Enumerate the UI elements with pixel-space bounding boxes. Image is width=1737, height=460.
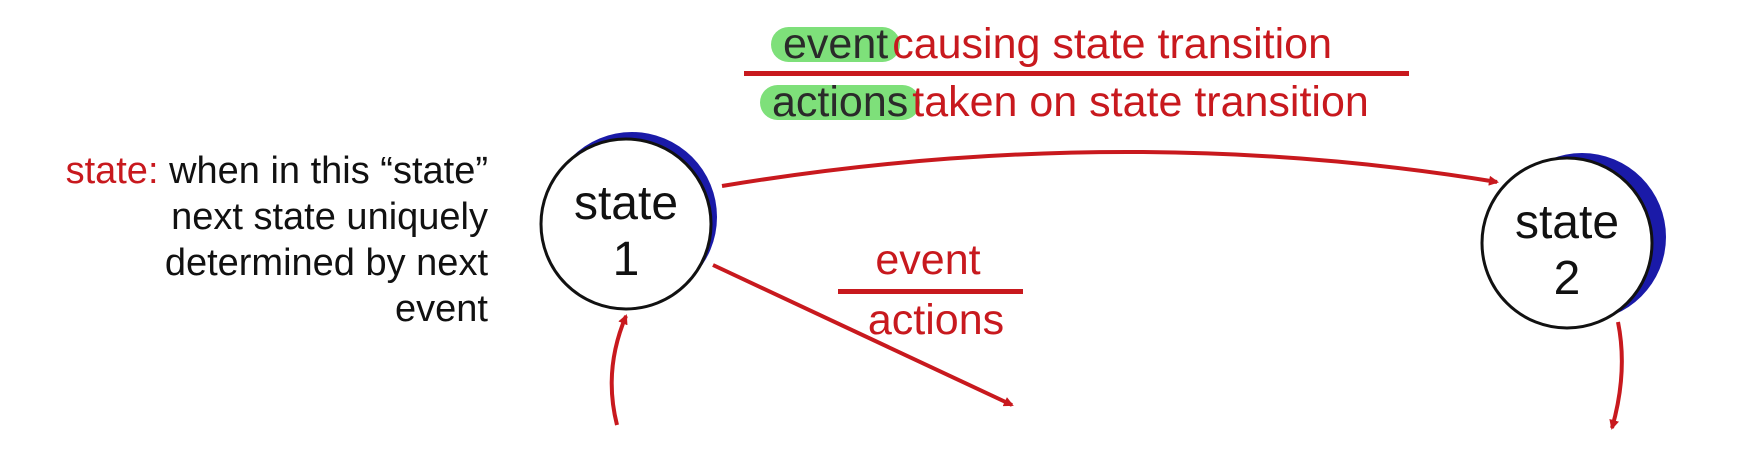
- actions-rest-text: taken on state transition: [912, 78, 1369, 126]
- outgoing-arrow-state-1: [712, 263, 1014, 407]
- state-1-node: [539, 132, 717, 311]
- top-event-label: eventcausing state transition: [779, 18, 1332, 70]
- state-1-circle: [539, 137, 713, 311]
- description-text-1: when in this “state”: [169, 150, 488, 192]
- state-2-name: state: [1514, 196, 1620, 249]
- state-2-number: 2: [1553, 252, 1581, 305]
- state-1-name: state: [573, 177, 679, 230]
- top-actions-label: actionstaken on state transition: [768, 76, 1369, 128]
- description-line-2: next state uniquely: [171, 196, 488, 238]
- incoming-arrow-state-1: [609, 314, 628, 426]
- state-2-label: state 2: [1482, 195, 1652, 307]
- state-description: state: when in this “state” next state u…: [0, 148, 488, 332]
- state-term: state:: [65, 150, 159, 192]
- description-line-4: event: [395, 288, 488, 330]
- event-rest-text: causing state transition: [892, 20, 1333, 68]
- description-line-1: state: when in this “state”: [0, 148, 488, 194]
- event-highlight: event: [779, 20, 892, 68]
- transition-arrow-1-to-2: [721, 150, 1499, 188]
- description-line-3: determined by next: [164, 242, 488, 284]
- state-1-number: 1: [612, 233, 640, 286]
- small-actions-label: actions: [867, 296, 1005, 344]
- small-label-divider: [838, 289, 1023, 294]
- state-1-label: state 1: [541, 176, 711, 288]
- actions-highlight: actions: [768, 78, 912, 126]
- state-2-node: [1480, 153, 1666, 330]
- outgoing-arrow-state-2: [1609, 321, 1624, 430]
- state-2-circle: [1480, 156, 1654, 330]
- small-event-label: event: [875, 236, 981, 284]
- top-label-divider: [744, 71, 1409, 76]
